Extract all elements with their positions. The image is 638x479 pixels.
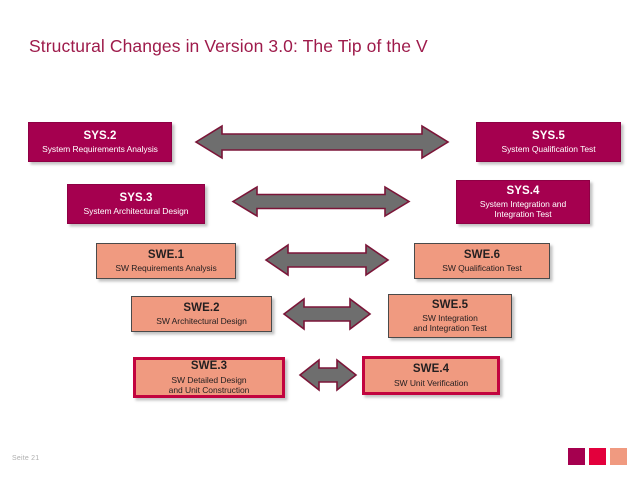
swatch-dark-magenta bbox=[568, 448, 585, 465]
arrow-sys3-sys4 bbox=[231, 185, 411, 218]
process-code: SWE.4 bbox=[412, 363, 450, 376]
process-box-sys3[interactable]: SYS.3 System Architectural Design bbox=[67, 184, 205, 224]
process-code: SYS.4 bbox=[506, 184, 540, 197]
process-box-swe2[interactable]: SWE.2 SW Architectural Design bbox=[131, 296, 272, 332]
process-code: SYS.5 bbox=[531, 129, 566, 142]
process-desc: System Integration and Integration Test bbox=[479, 199, 567, 220]
arrow-swe3-swe4 bbox=[298, 358, 358, 392]
process-box-swe1[interactable]: SWE.1 SW Requirements Analysis bbox=[96, 243, 236, 279]
process-code: SYS.3 bbox=[119, 191, 153, 204]
process-box-sys5[interactable]: SYS.5 System Qualification Test bbox=[476, 122, 621, 162]
arrow-swe1-swe6 bbox=[264, 243, 390, 277]
process-desc: SW Architectural Design bbox=[156, 316, 247, 327]
arrow-swe2-swe5 bbox=[282, 297, 372, 331]
process-desc: SW Detailed Design and Unit Construction bbox=[168, 374, 250, 395]
process-desc: System Architectural Design bbox=[83, 206, 189, 217]
process-code: SYS.2 bbox=[83, 129, 117, 142]
page-title: Structural Changes in Version 3.0: The T… bbox=[29, 36, 428, 56]
footer-page-number: Seite 21 bbox=[12, 455, 40, 462]
swatch-crimson bbox=[589, 448, 606, 465]
swatch-salmon bbox=[610, 448, 627, 465]
process-box-swe4[interactable]: SWE.4 SW Unit Verification bbox=[362, 356, 500, 395]
process-desc: SW Integration and Integration Test bbox=[413, 313, 487, 334]
process-box-swe6[interactable]: SWE.6 SW Qualification Test bbox=[414, 243, 550, 279]
arrow-sys2-sys5 bbox=[194, 124, 450, 160]
process-code: SWE.3 bbox=[190, 360, 228, 373]
process-desc: SW Unit Verification bbox=[393, 377, 469, 388]
process-box-sys4[interactable]: SYS.4 System Integration and Integration… bbox=[456, 180, 590, 224]
process-desc: SW Requirements Analysis bbox=[115, 263, 217, 274]
process-box-sys2[interactable]: SYS.2 System Requirements Analysis bbox=[28, 122, 172, 162]
process-code: SWE.1 bbox=[147, 248, 185, 261]
process-box-swe5[interactable]: SWE.5 SW Integration and Integration Tes… bbox=[388, 294, 512, 338]
process-desc: System Qualification Test bbox=[501, 144, 596, 155]
process-desc: SW Qualification Test bbox=[442, 263, 522, 274]
process-code: SWE.2 bbox=[183, 301, 220, 314]
process-code: SWE.5 bbox=[431, 298, 469, 311]
process-desc: System Requirements Analysis bbox=[42, 144, 158, 155]
process-box-swe3[interactable]: SWE.3 SW Detailed Design and Unit Constr… bbox=[133, 357, 285, 398]
footer-swatches bbox=[568, 448, 627, 465]
process-code: SWE.6 bbox=[463, 248, 501, 261]
